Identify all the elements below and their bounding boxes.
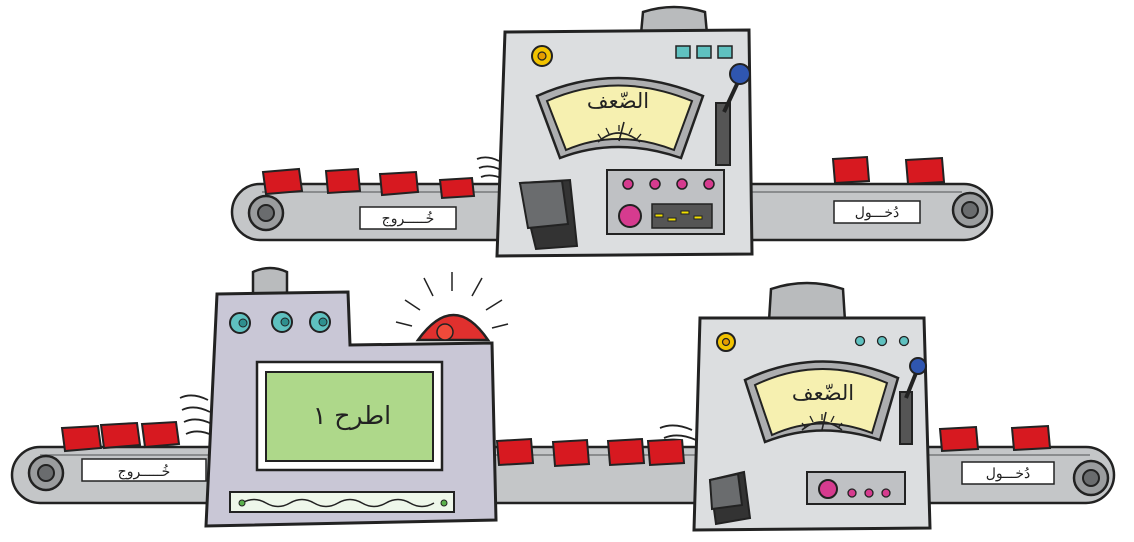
top-exit-label: خُـــــروج: [360, 207, 456, 229]
red-box: [553, 440, 589, 466]
red-box: [497, 439, 533, 465]
gear-wheel-icon: [29, 456, 63, 490]
bottom-right-machine: الضّعف: [694, 283, 930, 530]
top-gauge-label: الضّعف: [587, 89, 649, 113]
top-machine: الضّعف: [497, 7, 752, 256]
red-box: [440, 178, 474, 198]
red-box: [380, 172, 418, 195]
button-icon: [819, 480, 837, 498]
screen-text: اطرح ١: [313, 401, 391, 431]
red-box: [1012, 426, 1050, 450]
red-box: [608, 439, 644, 465]
gear-wheel-icon: [249, 196, 283, 230]
red-box: [263, 169, 302, 194]
red-box: [940, 427, 978, 451]
red-box: [906, 158, 944, 184]
button-icon: [619, 205, 641, 227]
red-box: [101, 423, 140, 448]
bottom-left-screen: اطرح ١: [257, 362, 442, 470]
bottom-conveyor-belt: خُـــــروج دُخـــول: [12, 395, 1114, 503]
bottom-right-control-panel: [807, 472, 905, 504]
red-box: [648, 439, 684, 465]
red-box: [142, 422, 179, 447]
alarm-light-icon: [396, 272, 508, 340]
bottom-left-machine: اطرح ١: [206, 268, 508, 526]
bottom-entry-label: دُخـــول: [962, 462, 1054, 484]
red-box: [833, 157, 869, 183]
bottom-right-dark-panel: [710, 472, 750, 524]
bottom-right-gauge-label: الضّعف: [792, 381, 854, 405]
top-control-panel: [607, 170, 724, 234]
red-box: [62, 426, 101, 451]
top-entry-text: دُخـــول: [855, 205, 900, 221]
bottom-exit-text: خُـــــروج: [118, 463, 171, 480]
bottom-right-gauge: الضّعف: [745, 361, 898, 442]
top-entry-label: دُخـــول: [834, 201, 920, 223]
top-exit-text: خُـــــروج: [382, 210, 435, 227]
gear-wheel-icon: [1074, 461, 1108, 495]
red-box: [326, 169, 360, 193]
gear-wheel-icon: [953, 193, 987, 227]
bottom-entry-text: دُخـــول: [986, 466, 1031, 482]
top-gauge: الضّعف: [537, 78, 703, 158]
bottom-exit-label: خُـــــروج: [82, 459, 206, 481]
